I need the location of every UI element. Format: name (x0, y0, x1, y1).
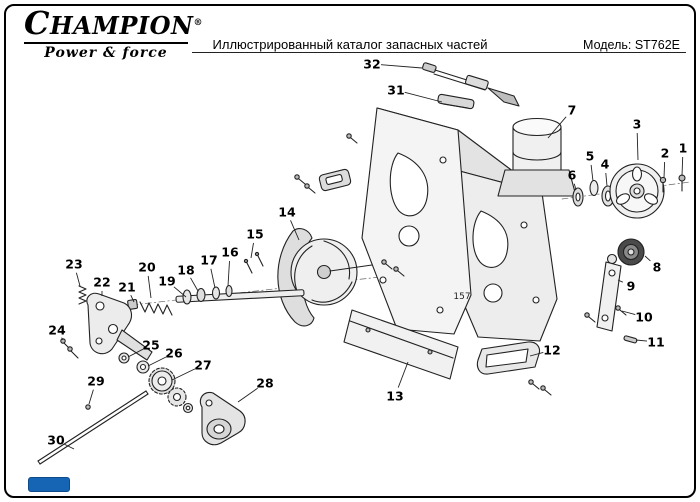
header-divider (192, 52, 686, 53)
figure-label: 157 (453, 292, 471, 302)
part-housing-left-plate (361, 107, 472, 335)
part-roller (199, 391, 246, 446)
registered-mark: ® (193, 18, 203, 28)
brand-tagline: Power & force (44, 44, 168, 61)
brand-logo: CHAMPION® Power & force (24, 4, 203, 61)
model-label: Модель: ST762E (583, 38, 680, 52)
part-bolts-right (659, 174, 686, 193)
part-scraper-bar (343, 309, 459, 380)
part-upper-shaft (422, 62, 520, 107)
part-gear-train (118, 352, 194, 414)
part-impeller (277, 228, 373, 327)
footer-logo-badge (28, 477, 70, 492)
part-chute (497, 117, 577, 197)
part-bearing-stack (572, 179, 615, 207)
part-pulley (609, 163, 665, 219)
misc-bolts (294, 133, 552, 396)
part-upper-bracket (437, 93, 475, 110)
part-control-rod (37, 390, 149, 465)
part-housing-right-plate (445, 168, 558, 342)
part-auger-shaft (127, 251, 305, 316)
brand-name: CHAMPION® (24, 4, 203, 44)
part-bottom-bracket (476, 341, 541, 375)
part-bearing (606, 238, 645, 266)
part-support-plate (584, 261, 638, 344)
page-title: Иллюстрированный каталог запасных частей (212, 37, 488, 52)
part-left-bracket (60, 285, 153, 361)
part-mount-bracket (318, 168, 352, 192)
